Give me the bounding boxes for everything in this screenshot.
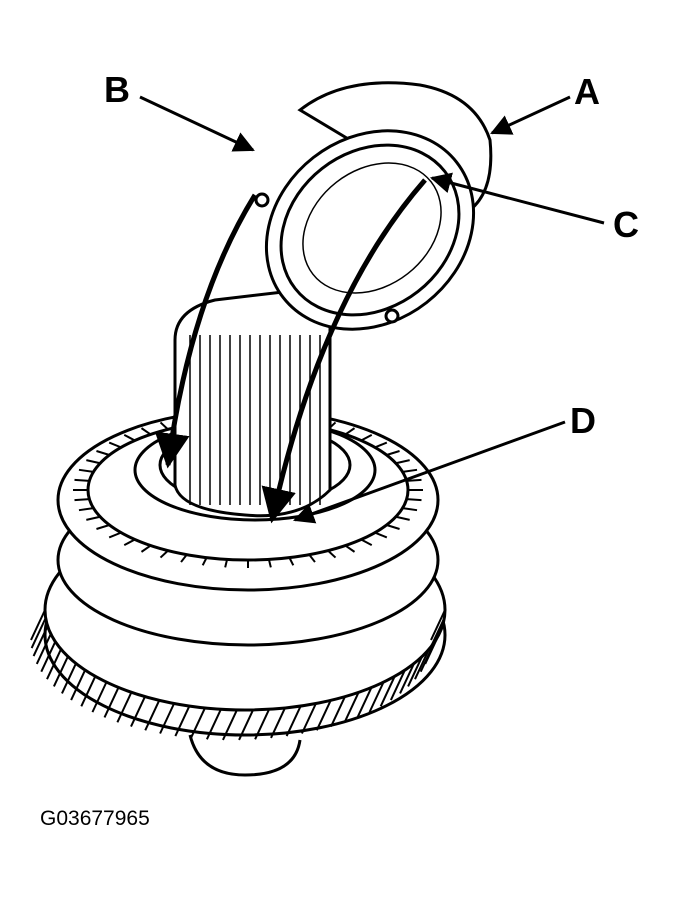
callout-d: D (570, 400, 596, 441)
callout-a: A (574, 71, 600, 112)
callout-leaders (139, 95, 605, 524)
alignment-arrows (154, 178, 427, 524)
callout-b: B (104, 69, 130, 110)
figure-id: G03677965 (40, 807, 150, 830)
callout-c: C (613, 204, 639, 245)
splined-shaft (173, 288, 332, 518)
